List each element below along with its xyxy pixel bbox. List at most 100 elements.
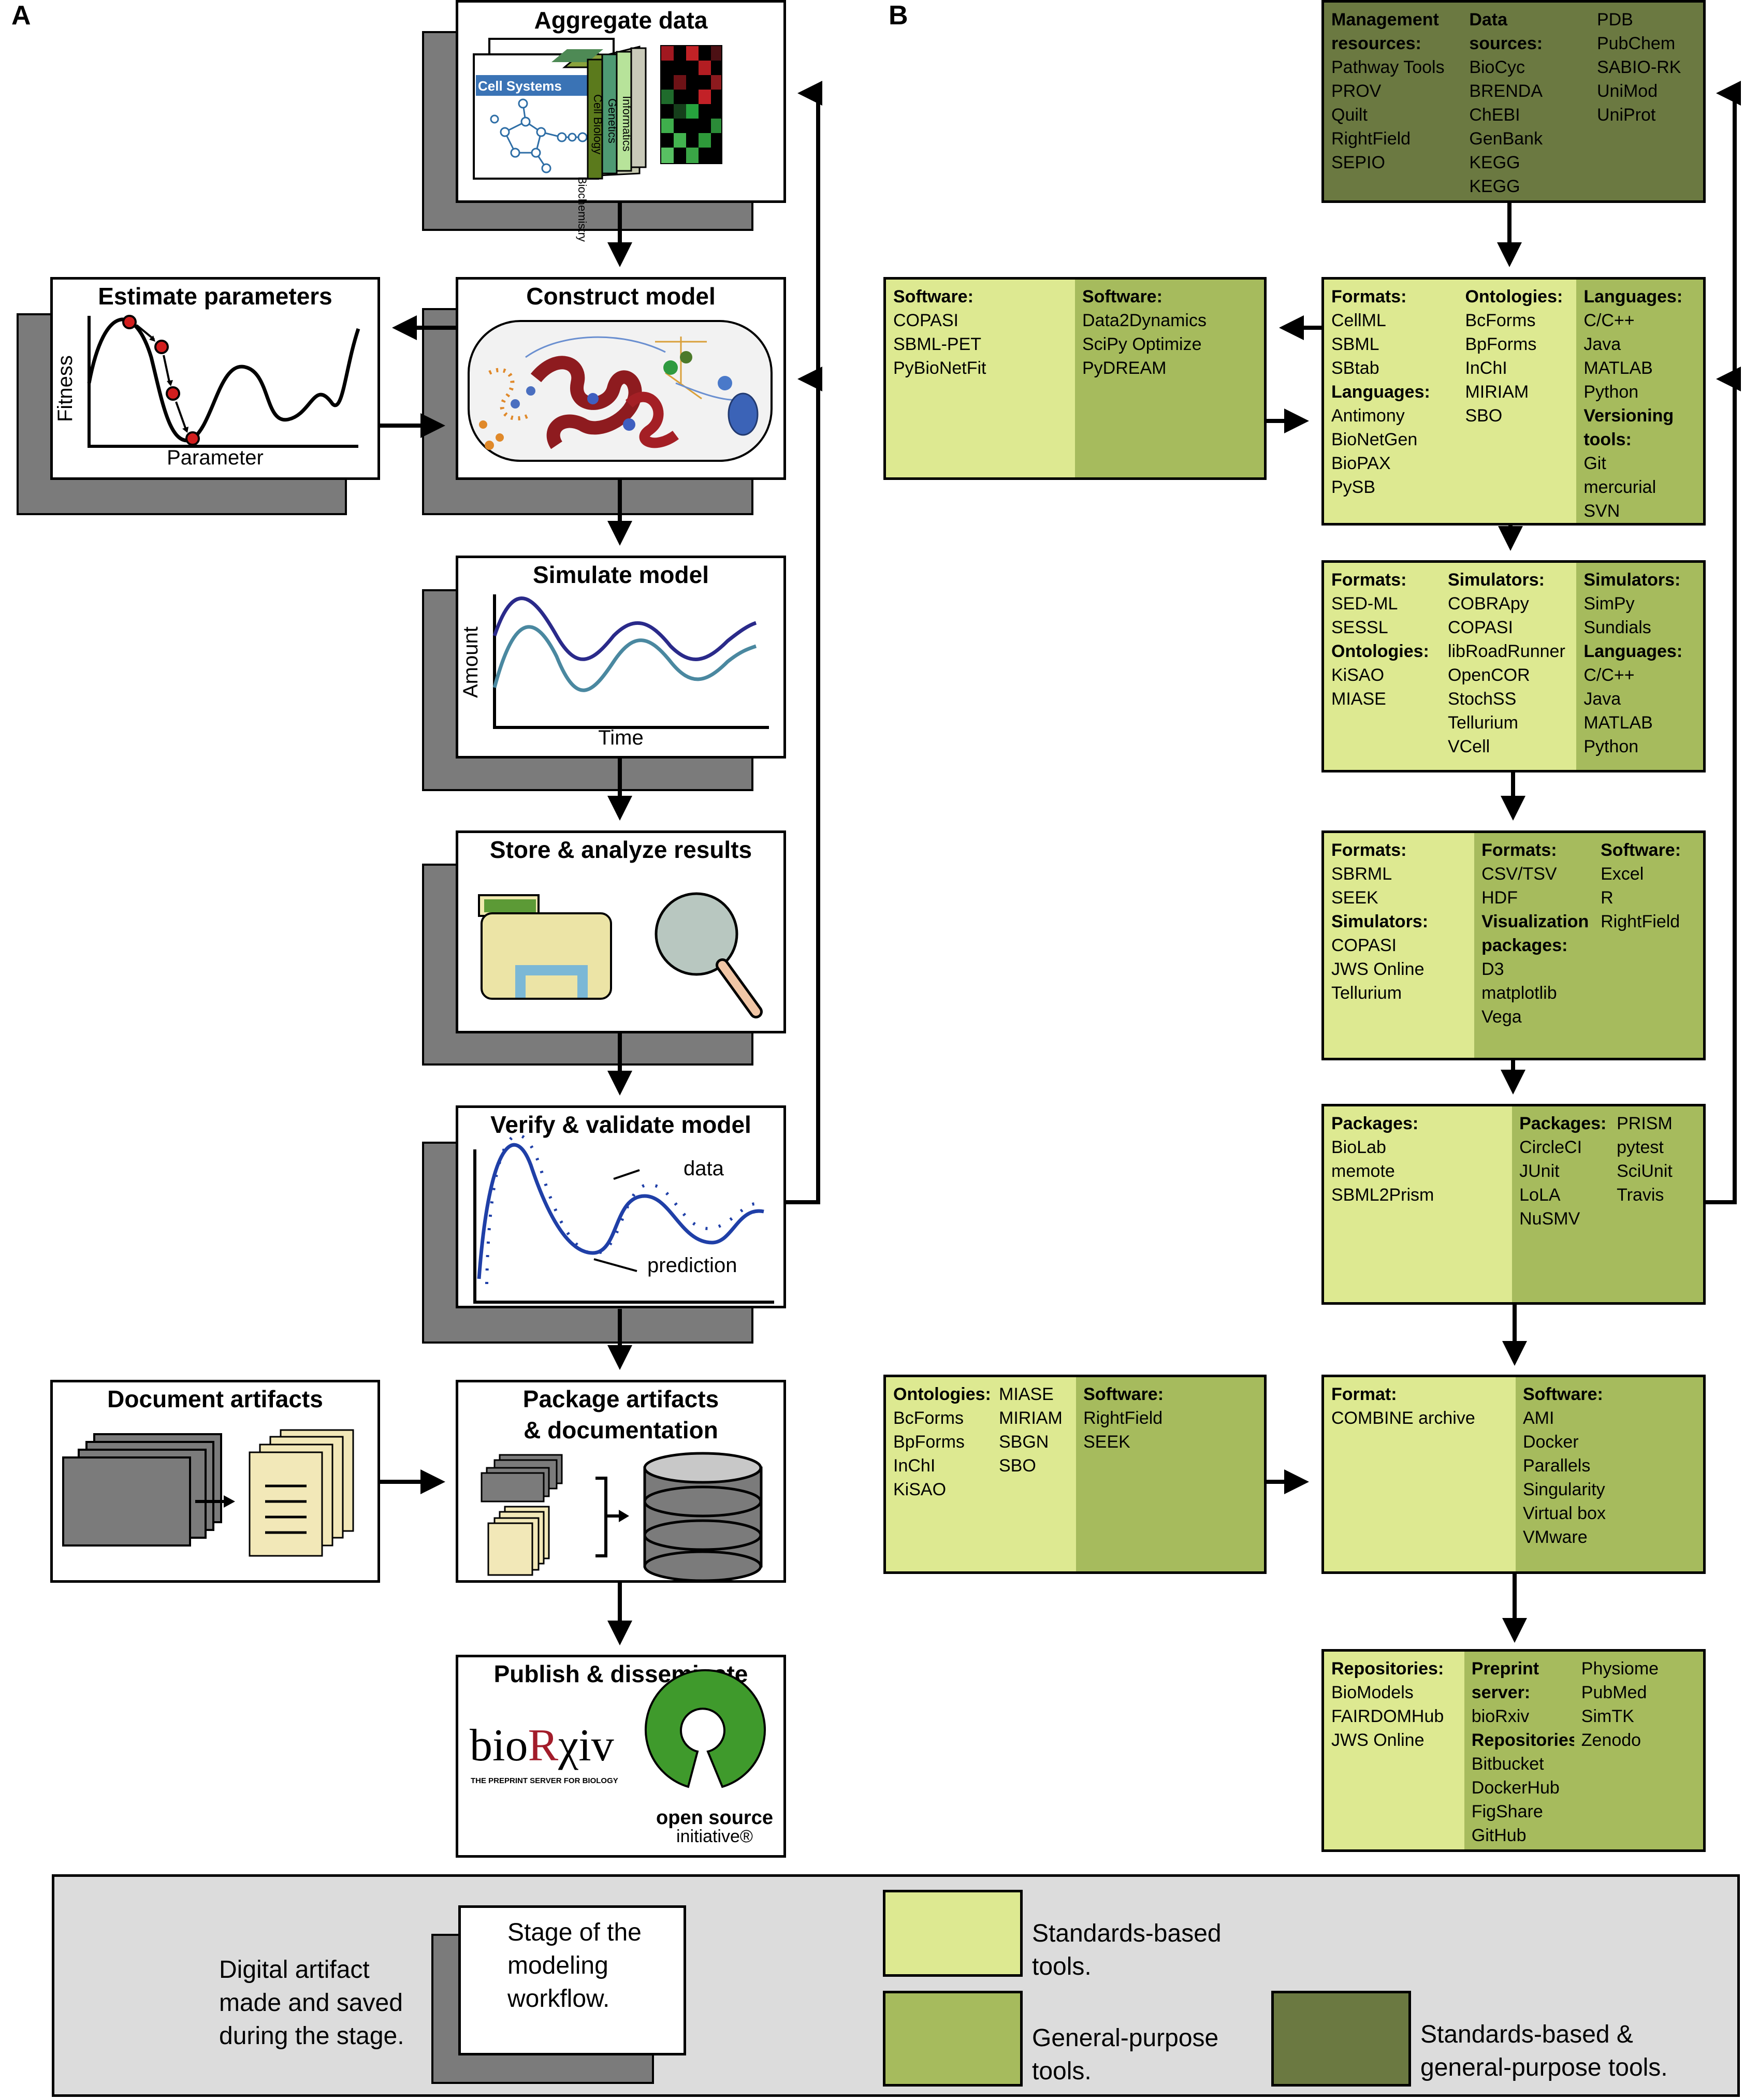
tool-item: C/C++ <box>1583 311 1635 330</box>
tool-item: R <box>1601 888 1614 908</box>
tool-category-header: Visualization <box>1481 912 1589 931</box>
tool-item: Pathway Tools <box>1331 57 1445 77</box>
tool-item: COMBINE archive <box>1331 1408 1475 1428</box>
tool-category-header: Ontologies: <box>1331 641 1429 661</box>
tool-category-header: Repositories: <box>1331 1659 1444 1679</box>
prediction-label: prediction <box>647 1254 737 1277</box>
tool-item: bioRxiv <box>1471 1707 1530 1726</box>
tool-item: SEPIO <box>1331 153 1385 172</box>
tool-item: Bitbucket <box>1471 1754 1544 1774</box>
tool-category-header: Simulators: <box>1447 570 1545 590</box>
biorxiv-tagline: THE PREPRINT SERVER FOR BIOLOGY <box>471 1776 618 1785</box>
tool-item: pytest <box>1617 1138 1664 1157</box>
stage-construct-model: Construct model <box>456 277 786 480</box>
stage-package-artifacts: Package artifacts & documentation <box>456 1380 786 1583</box>
tool-item: SBRML <box>1331 864 1392 884</box>
tool-item: ChEBI <box>1469 105 1520 125</box>
tool-item: Docker <box>1522 1432 1579 1452</box>
tool-item: BpForms <box>1465 334 1537 354</box>
tool-item: Singularity <box>1522 1480 1605 1499</box>
tool-item: DockerHub <box>1471 1778 1560 1798</box>
tool-item: SBO <box>1465 406 1503 426</box>
tool-item: FAIRDOMHub <box>1331 1707 1444 1726</box>
tool-item: SBML2Prism <box>1331 1185 1434 1205</box>
tool-item: D3 <box>1481 959 1504 979</box>
tool-item: COPASI <box>1447 618 1513 637</box>
tool-category-header: Software: <box>1601 840 1681 860</box>
stage-title-line-2: & documentation <box>524 1417 718 1443</box>
tool-item: RightField <box>1331 129 1411 149</box>
tool-item: COPASI <box>1331 936 1397 955</box>
biorxiv-logo-part: bio <box>470 1720 528 1771</box>
biorxiv-logo: bioRχiv <box>470 1719 614 1772</box>
tool-item: Zenodo <box>1581 1730 1641 1750</box>
stage-title: Construct model <box>526 283 716 310</box>
tool-item: Java <box>1583 689 1621 709</box>
tool-item: COPASI <box>893 311 958 330</box>
tool-item: KEGG <box>1469 153 1520 172</box>
tool-item: MATLAB <box>1583 358 1653 378</box>
tool-item: SBGN <box>999 1432 1049 1452</box>
tool-item: BcForms <box>1465 311 1536 330</box>
tool-item: BioLab <box>1331 1138 1386 1157</box>
tool-item: Antimony <box>1331 406 1405 426</box>
legend-text-line: modeling <box>507 1952 608 1979</box>
tool-category-header: Management <box>1331 10 1439 30</box>
biorxiv-logo-part: R <box>528 1720 559 1771</box>
tool-item: Python <box>1583 737 1639 756</box>
tool-item: BpForms <box>893 1432 965 1452</box>
tool-category-header: Languages: <box>1331 382 1430 402</box>
tool-item: BcForms <box>893 1408 964 1428</box>
tool-item: Quilt <box>1331 105 1368 125</box>
book-label: Genetics <box>606 98 619 143</box>
legend-text-line: Stage of the <box>507 1919 642 1946</box>
tool-item: RightField <box>1601 912 1680 931</box>
tool-item: KEGG Pathway <box>1469 177 1520 196</box>
tool-category-header: Languages: <box>1583 287 1683 307</box>
tool-item: InChI <box>1465 358 1507 378</box>
legend: Digital artifact made and saved during t… <box>52 1874 1740 2097</box>
tool-item: SBO <box>999 1456 1036 1476</box>
stage-simulate-model: Simulate model Amount Time <box>456 556 786 759</box>
tool-category-header: Formats: <box>1481 840 1557 860</box>
stage-estimate-parameters: Estimate parameters Fitness Parameter <box>50 277 380 480</box>
legend-text-line: made and saved <box>219 1989 403 2017</box>
tool-category-header: resources: <box>1331 34 1421 53</box>
tool-item: SED-ML <box>1331 594 1398 614</box>
tool-item: InChI <box>893 1456 936 1476</box>
tool-item: SBML <box>1331 334 1379 354</box>
legend-stage-label: Stage of the modeling workflow. <box>507 1916 642 2016</box>
tool-item: Tellurium <box>1447 713 1518 733</box>
legend-general-swatch <box>883 1991 1023 2087</box>
tool-item: Virtual box <box>1522 1504 1606 1523</box>
tool-item: MIRIAM <box>1465 382 1529 402</box>
tool-item: PRISM <box>1617 1114 1673 1133</box>
osi-logo <box>645 1669 766 1788</box>
tool-category-header: Data sources: <box>1469 10 1543 53</box>
legend-general-label: General-purpose tools. <box>1032 2022 1218 2088</box>
legend-stage-swatch: Stage of the modeling workflow. <box>458 1905 686 2055</box>
folder-magnifier-illustration <box>478 892 763 1018</box>
tool-item: memote <box>1331 1161 1395 1181</box>
tool-item: HDF <box>1481 888 1518 908</box>
tool-category-header: Ontologies: <box>1465 287 1563 307</box>
tool-item: Sundials <box>1583 618 1651 637</box>
tool-item: Travis <box>1617 1185 1664 1205</box>
tool-item: Git <box>1583 454 1606 473</box>
tool-item: UniMod <box>1596 81 1658 101</box>
tool-category-header: Formats: <box>1331 570 1407 590</box>
